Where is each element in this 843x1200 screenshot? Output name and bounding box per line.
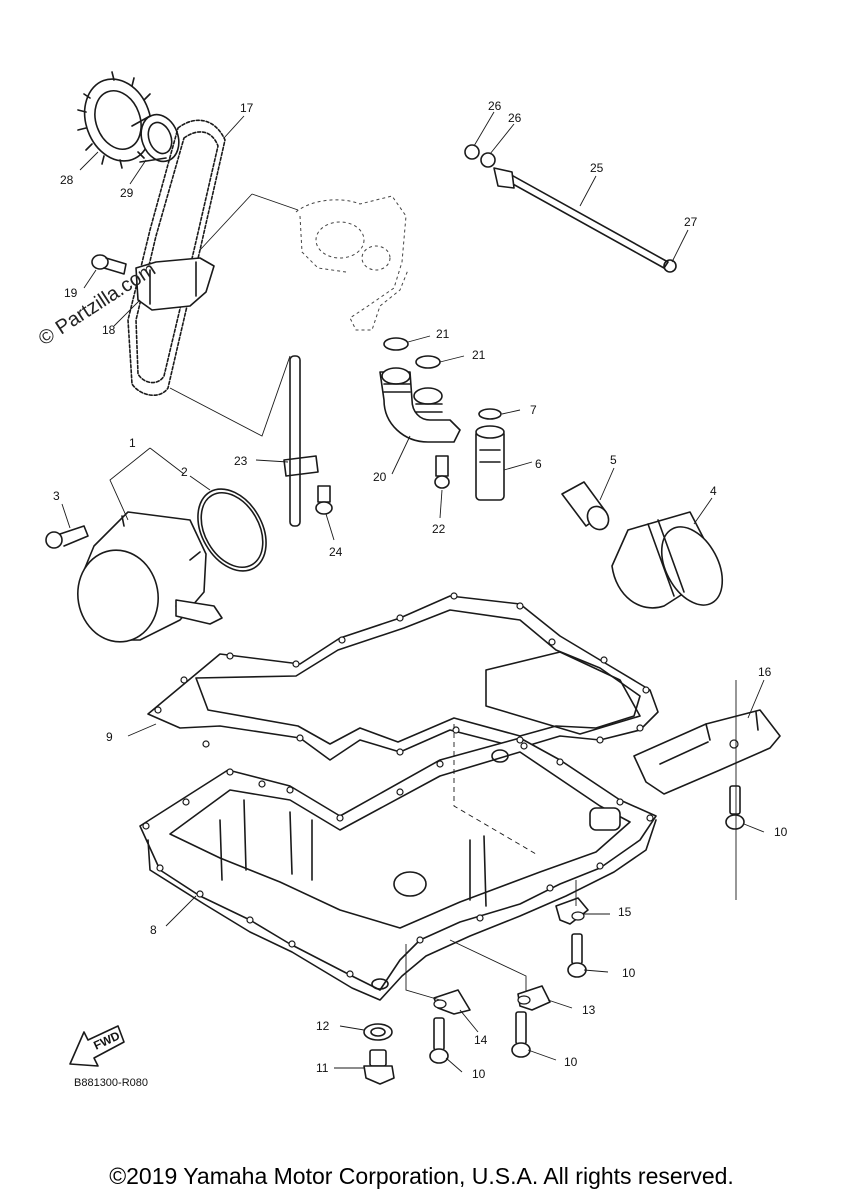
- oil-pan: [139, 737, 657, 1001]
- bolt-10-right: [725, 785, 745, 830]
- fwd-arrow: FWD: [69, 1025, 125, 1067]
- callout-17: 17: [240, 101, 254, 115]
- callout-6: 6: [535, 457, 542, 471]
- callout-21-b: 21: [472, 348, 486, 362]
- oil-filter: [611, 511, 724, 609]
- callout-10-mid: 10: [622, 966, 636, 980]
- diagram-code: B881300-R080: [74, 1077, 148, 1089]
- callout-5: 5: [610, 453, 617, 467]
- clamp-15: [555, 897, 589, 925]
- oil-delivery-pipe: [379, 367, 461, 443]
- o-ring-26-a: [464, 144, 480, 160]
- oil-pump-drive-chain: [127, 119, 226, 396]
- callout-22: 22: [432, 522, 446, 536]
- o-ring-21-b: [415, 355, 441, 369]
- chain-guide: [135, 257, 215, 311]
- o-ring-21-a: [383, 337, 409, 351]
- callout-26-a: 26: [488, 99, 502, 113]
- callout-8: 8: [150, 923, 157, 937]
- o-ring-2: [197, 488, 267, 572]
- o-ring-26-b: [480, 152, 496, 168]
- callout-15: 15: [618, 905, 632, 919]
- bolt-24: [315, 485, 333, 515]
- bolt-10-lower-left: [429, 1017, 449, 1064]
- oil-pump-drive-sprocket: [77, 71, 159, 169]
- callout-18: 18: [102, 323, 116, 337]
- oil-pan-gasket: [147, 595, 659, 761]
- bolt-10-lower-right: [511, 1011, 531, 1058]
- drain-bolt: [363, 1049, 395, 1085]
- callout-14: 14: [474, 1033, 488, 1047]
- callout-12: 12: [316, 1019, 330, 1033]
- gasket-holes: [154, 592, 650, 756]
- callout-24: 24: [329, 545, 343, 559]
- callout-4: 4: [710, 484, 717, 498]
- callout-9: 9: [106, 730, 113, 744]
- callouts: 1 2 3 4 5 6 7 8 9 10 10 10 10 11 12 13 1…: [53, 99, 788, 1081]
- clamp-14: [433, 989, 471, 1015]
- bolt-22: [434, 455, 450, 489]
- bolt-10-mid: [567, 933, 587, 978]
- callout-23: 23: [234, 454, 248, 468]
- o-ring-27: [663, 259, 677, 273]
- oil-pump-phantom: [295, 195, 409, 331]
- relief-valve: [475, 425, 505, 501]
- callout-20: 20: [373, 470, 387, 484]
- callout-29: 29: [120, 186, 134, 200]
- callout-3: 3: [53, 489, 60, 503]
- union-bolt: [561, 481, 610, 531]
- bracket-16: [633, 709, 781, 795]
- callout-10-right: 10: [774, 825, 788, 839]
- bolt-19: [91, 254, 127, 275]
- callout-10-lower-right: 10: [564, 1055, 578, 1069]
- pipe-25: [493, 167, 669, 269]
- gasket-12: [363, 1023, 393, 1041]
- clamp-13: [517, 985, 551, 1011]
- callout-2: 2: [181, 465, 188, 479]
- callout-11: 11: [316, 1061, 329, 1075]
- callout-13: 13: [582, 1003, 596, 1017]
- callout-26-b: 26: [508, 111, 522, 125]
- callout-7: 7: [530, 403, 537, 417]
- callout-28: 28: [60, 173, 74, 187]
- callout-10-lower-left: 10: [472, 1067, 486, 1081]
- bolt-3: [45, 525, 89, 549]
- callout-21-a: 21: [436, 327, 450, 341]
- pipe-23: [283, 355, 319, 527]
- callout-27: 27: [684, 215, 698, 229]
- callout-25: 25: [590, 161, 604, 175]
- collar-bearing: [131, 113, 180, 163]
- o-ring-7: [478, 408, 502, 420]
- callout-1: 1: [129, 436, 136, 450]
- oil-cooler-assembly: [77, 511, 223, 643]
- copyright-notice: ©2019 Yamaha Motor Corporation, U.S.A. A…: [109, 1163, 734, 1189]
- callout-19: 19: [64, 286, 78, 300]
- oil-pan-holes: [142, 736, 654, 978]
- callout-16: 16: [758, 665, 772, 679]
- watermark-text: © Partzilla.com: [35, 258, 160, 350]
- leader-lines: [61, 111, 765, 1073]
